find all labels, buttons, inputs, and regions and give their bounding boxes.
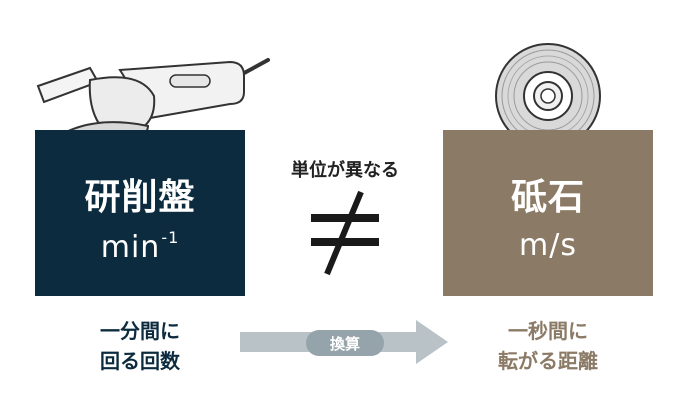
wheel-unit-panel: 砥石 m/s (443, 130, 653, 296)
not-equal-icon (311, 190, 379, 276)
grinding-wheel-icon (495, 43, 601, 149)
grinder-unit: min-1 (35, 228, 245, 265)
difference-label: 単位が異なる (291, 160, 399, 181)
grinder-caption: 一分間に 回る回数 (45, 316, 235, 376)
conversion-label: 換算 (329, 335, 360, 353)
grinder-title: 研削盤 (84, 177, 196, 218)
grinder-caption-line2: 回る回数 (100, 349, 180, 373)
right-arrow-icon (240, 320, 448, 364)
grinder-caption-line1: 一分間に (100, 319, 180, 343)
wheel-caption: 一秒間に 転がる距離 (453, 316, 643, 376)
grinder-unit-base: min (100, 230, 161, 265)
wheel-caption-line1: 一秒間に (508, 319, 588, 343)
wheel-caption-line2: 転がる距離 (498, 349, 598, 373)
wheel-unit: m/s (519, 228, 577, 263)
grinder-unit-exponent: -1 (161, 228, 180, 247)
grinder-unit-panel: 研削盤 min-1 (35, 130, 245, 296)
wheel-title: 砥石 (510, 177, 585, 218)
